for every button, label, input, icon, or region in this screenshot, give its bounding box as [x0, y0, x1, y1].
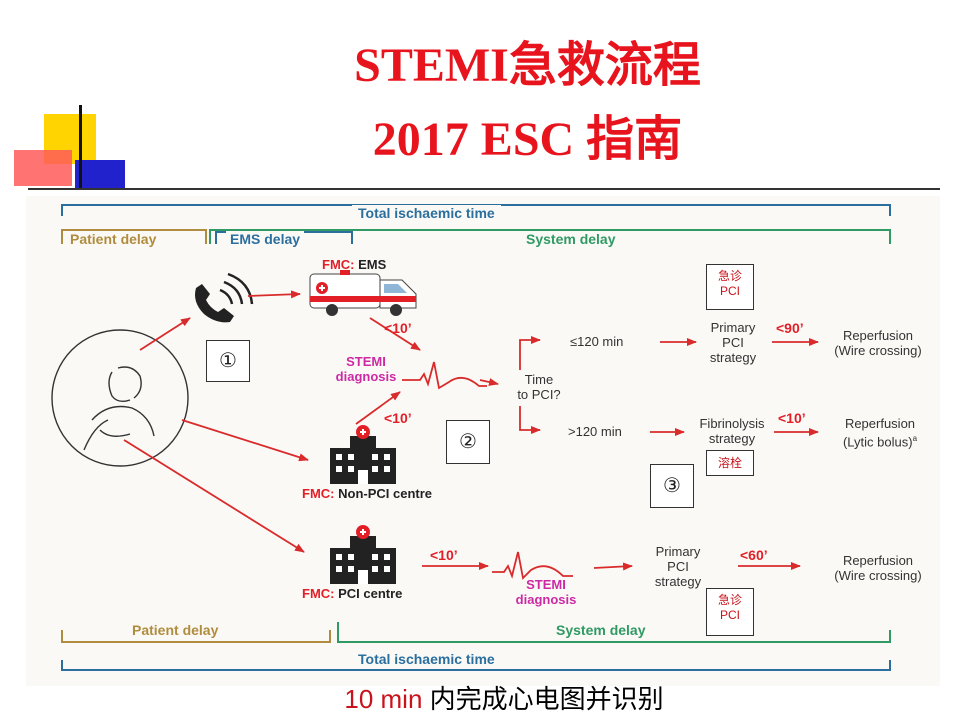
time-nonpci: <10’	[384, 410, 412, 426]
decor-red-square	[14, 150, 72, 186]
thrombolysis-note: 溶栓	[706, 450, 754, 476]
title-line-2: 2017 ESC 指南	[372, 113, 683, 166]
reperfusion-wire-1: Reperfusion(Wire crossing)	[834, 328, 922, 358]
system-delay-top: System delay	[520, 231, 622, 247]
decor-blue-square	[75, 160, 125, 190]
time-10-pci: <10’	[430, 547, 458, 563]
patient-illustration	[51, 329, 189, 467]
step-marker-3: ③	[650, 464, 694, 508]
title-line-1: STEMI急救流程	[354, 39, 701, 92]
le120-label: ≤120 min	[570, 334, 624, 349]
fmc-pci-label: FMC: PCI centre	[302, 586, 403, 601]
reperfusion-lytic: Reperfusion(Lytic bolus)a	[842, 416, 918, 450]
ecg-trace-1	[402, 361, 487, 390]
time-ems: <10’	[384, 320, 412, 336]
time-10-lytic: <10’	[778, 410, 806, 426]
total-time-bottom-bracket	[61, 660, 891, 671]
ambulance-icon	[306, 268, 418, 318]
fmc-ems-label: FMC: EMS	[322, 257, 387, 272]
patient-icon	[50, 328, 190, 468]
system-delay-bottom-bracket	[337, 622, 891, 643]
patient-delay-top-bracket	[61, 229, 207, 244]
hospital-nonpci-shape	[330, 425, 396, 484]
ecg-trace-2	[492, 551, 573, 580]
hospital-icon-pci	[326, 524, 400, 586]
ems-delay-label: EMS delay	[226, 231, 305, 247]
phone-icon-shape	[195, 272, 254, 323]
system-delay-top-bracket	[209, 229, 891, 244]
step-marker-2: ②	[446, 420, 490, 464]
total-ischaemic-time-bottom: Total ischaemic time	[352, 651, 501, 667]
hospital-icon-nonpci	[326, 424, 400, 486]
ambulance-shape	[309, 270, 417, 316]
gt120-label: >120 min	[568, 424, 622, 439]
decor-vertical-line	[79, 105, 82, 189]
system-delay-bottom: System delay	[552, 622, 650, 638]
patient-delay-bottom-bracket	[61, 630, 331, 643]
time-90: <90’	[776, 320, 804, 336]
step-marker-1: ①	[206, 340, 250, 382]
hospital-pci-shape	[330, 525, 396, 584]
decor-horizontal-line	[28, 188, 940, 190]
footer-caption: 10 min 内完成心电图并识别	[344, 684, 664, 714]
reperfusion-wire-2: Reperfusion(Wire crossing)	[834, 553, 922, 583]
patient-delay-bottom: Patient delay	[128, 622, 223, 638]
fmc-nonpci-label: FMC: Non-PCI centre	[302, 486, 433, 501]
time-60: <60’	[740, 547, 768, 563]
total-ischaemic-time-top: Total ischaemic time	[352, 205, 501, 221]
patient-delay-top: Patient delay	[66, 231, 161, 247]
phone-icon	[186, 278, 246, 324]
